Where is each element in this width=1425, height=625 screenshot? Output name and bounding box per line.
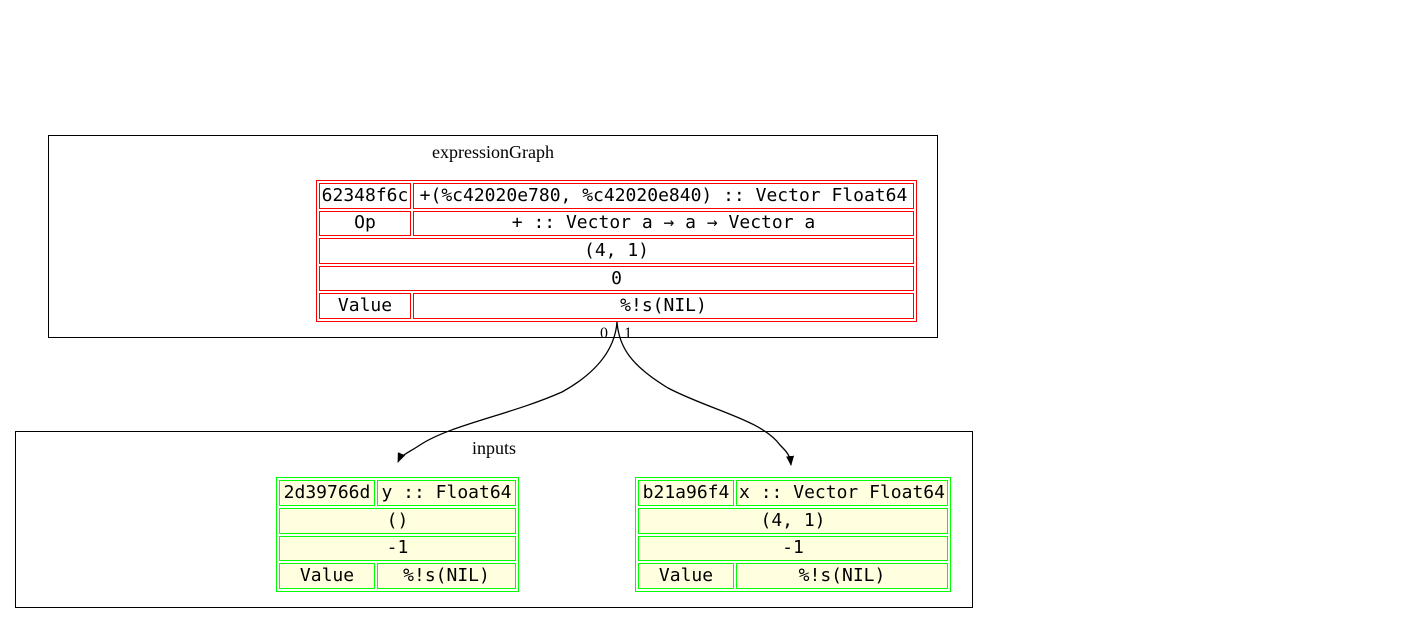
row-group: -1 (638, 535, 948, 562)
node-input-y-2d39766d: 2d39766d y :: Float64 () -1 Value %!s(NI… (276, 477, 519, 592)
edge-1-label: 1 (624, 325, 632, 342)
edge-0-label: 0 (600, 325, 608, 342)
cell-value: %!s(NIL) (736, 563, 948, 589)
cell-value: %!s(NIL) (413, 293, 914, 319)
cell-expression-signature: +(%c42020e780, %c42020e840) :: Vector Fl… (413, 183, 914, 209)
cell-type-signature: y :: Float64 (377, 480, 516, 506)
row-shape: (4, 1) (319, 238, 914, 264)
row-group: 0 (319, 265, 914, 292)
row-id-input-y: 2d39766d y :: Float64 (279, 480, 516, 506)
cell-node-id: b21a96f4 (638, 480, 734, 506)
row-op: Op + :: Vector a → a → Vector a (319, 210, 914, 237)
cluster-expression-graph-label: expressionGraph (432, 142, 554, 162)
cluster-inputs-label: inputs (471, 438, 516, 458)
row-value: Value %!s(NIL) (319, 293, 914, 319)
row-shape: () (279, 507, 516, 534)
cell-op-label: Op (319, 210, 411, 237)
cell-node-id: 2d39766d (279, 480, 375, 506)
cell-group: -1 (638, 535, 948, 562)
row-value: Value %!s(NIL) (638, 563, 948, 589)
cell-value-label: Value (319, 293, 411, 319)
node-expression-62348f6c: 62348f6c +(%c42020e780, %c42020e840) :: … (316, 180, 917, 322)
cell-group: 0 (319, 265, 914, 292)
row-id-expression: 62348f6c +(%c42020e780, %c42020e840) :: … (319, 183, 914, 209)
cell-value-label: Value (638, 563, 734, 589)
cell-value-label: Value (279, 563, 375, 589)
cell-type-signature: x :: Vector Float64 (736, 480, 948, 506)
row-value: Value %!s(NIL) (279, 563, 516, 589)
cell-value: %!s(NIL) (377, 563, 516, 589)
cell-shape: (4, 1) (638, 507, 948, 534)
cell-op-type: + :: Vector a → a → Vector a (413, 210, 914, 237)
cell-node-id: 62348f6c (319, 183, 411, 209)
row-group: -1 (279, 535, 516, 562)
row-shape: (4, 1) (638, 507, 948, 534)
cell-shape: () (279, 507, 516, 534)
node-input-x-b21a96f4: b21a96f4 x :: Vector Float64 (4, 1) -1 V… (635, 477, 951, 592)
cell-shape: (4, 1) (319, 238, 914, 264)
row-id-input-x: b21a96f4 x :: Vector Float64 (638, 480, 948, 506)
cell-group: -1 (279, 535, 516, 562)
